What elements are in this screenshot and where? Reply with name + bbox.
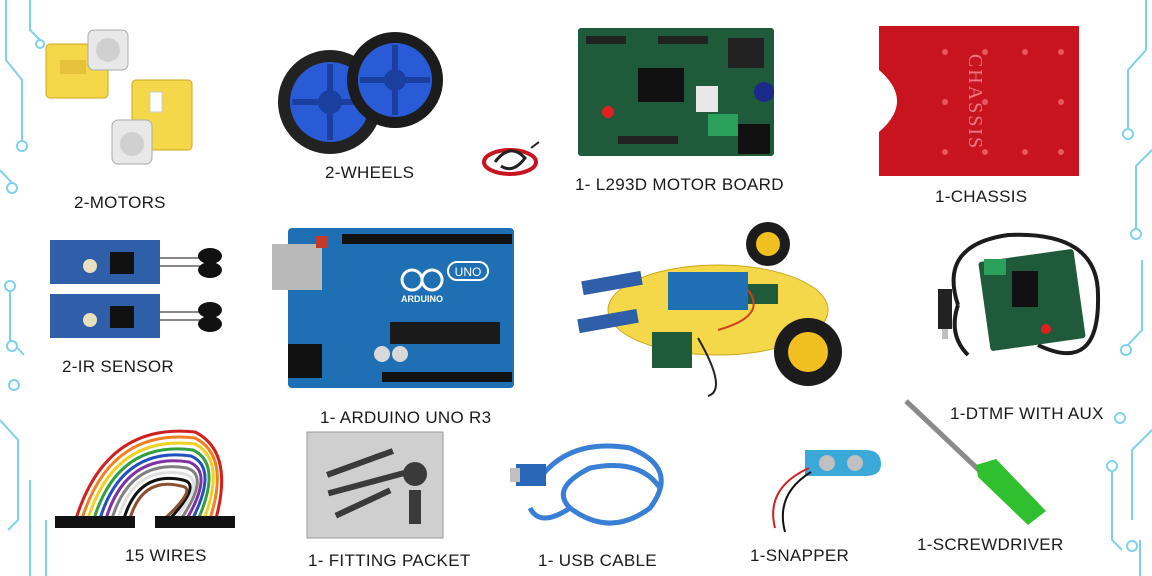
chassis-engraving: CHASSIS	[964, 54, 986, 150]
wheels-image	[278, 32, 443, 154]
chassis-label: 1-CHASSIS	[935, 187, 1028, 206]
circuit-decoration-left	[0, 0, 47, 576]
wires-label: 15 WIRES	[125, 546, 207, 565]
assembled-robot-image	[577, 222, 842, 397]
arduino-label: 1- ARDUINO UNO R3	[320, 408, 492, 427]
wires-image	[55, 429, 235, 528]
chassis-image: CHASSIS	[879, 26, 1079, 176]
snapper-label: 1-SNAPPER	[750, 546, 850, 565]
circuit-decoration-right	[1106, 0, 1152, 576]
dtmf-label: 1-DTMF WITH AUX	[950, 404, 1104, 423]
ir-sensor-label: 2-IR SENSOR	[62, 357, 174, 376]
motors-label: 2-MOTORS	[74, 193, 166, 212]
wheels-label: 2-WHEELS	[325, 163, 415, 182]
usb-cable-image	[510, 443, 664, 526]
logo-mark-icon	[482, 141, 540, 176]
screwdriver-label: 1-SCREWDRIVER	[917, 535, 1064, 554]
dtmf-image	[938, 232, 1101, 357]
arduino-uno-text: UNO	[455, 265, 482, 279]
arduino-logo-text: ARDUINO	[401, 294, 443, 304]
ir-sensor-image	[50, 240, 222, 338]
motor-board-image	[578, 28, 774, 156]
fitting-label: 1- FITTING PACKET	[308, 551, 471, 570]
arduino-image: ARDUINO UNO	[272, 228, 514, 388]
fitting-packet-image	[306, 431, 444, 539]
screwdriver-image	[904, 399, 1046, 525]
motors-image	[45, 29, 193, 165]
snapper-image	[772, 450, 881, 533]
motor-board-label: 1- L293D MOTOR BOARD	[575, 175, 784, 194]
usb-label: 1- USB CABLE	[538, 551, 657, 570]
